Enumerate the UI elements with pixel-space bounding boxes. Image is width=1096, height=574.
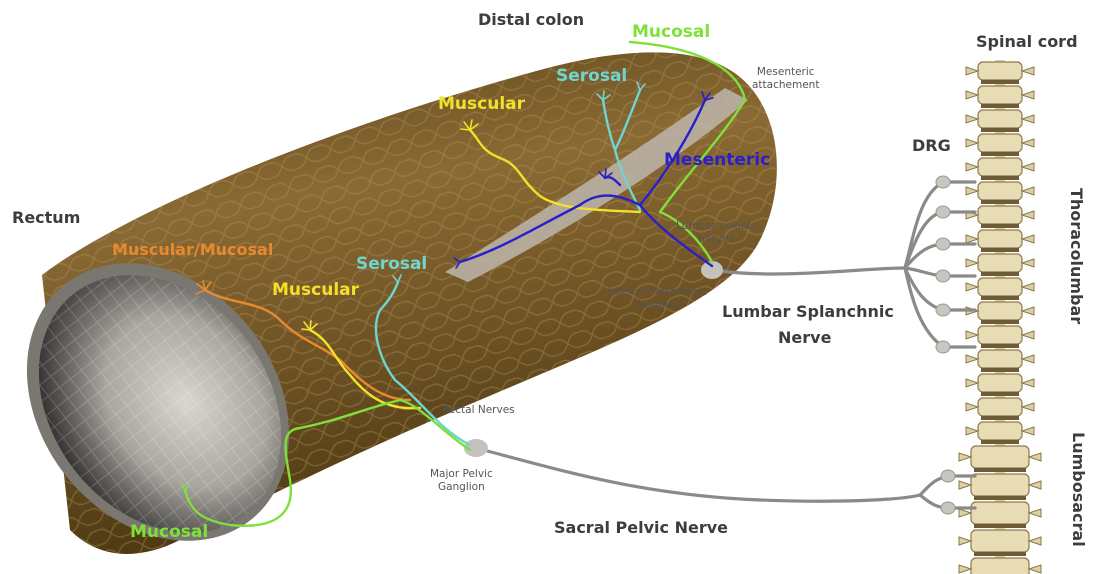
label-spinal-cord: Spinal cord (976, 32, 1078, 51)
vertebra (978, 422, 1022, 440)
vertebra (978, 278, 1022, 296)
label-serosal-top: Serosal (556, 66, 627, 86)
vertebra (978, 206, 1022, 224)
vertebra (978, 86, 1022, 104)
label-inferior-mesenteric-ganglion: Inferior Mesenteric Ganglion (608, 286, 707, 312)
vertebra (978, 110, 1022, 128)
vertebra (978, 230, 1022, 248)
label-mucosal-top: Mucosal (632, 22, 710, 42)
spinal-column (959, 60, 1041, 574)
label-major-pelvic-ganglion: Major Pelvic Ganglion (430, 468, 493, 494)
label-mesenteric-attachement: Mesenteric attachement (752, 66, 819, 92)
label-lumbar-splanchnic-2: Nerve (778, 328, 831, 347)
vertebra (978, 182, 1022, 200)
label-rectal-nerves: Rectal Nerves (442, 404, 515, 417)
label-distal-colon: Distal colon (478, 10, 584, 29)
vertebra (978, 350, 1022, 368)
label-lumbar-colonic-nerves: Lumbar colonic nerves (676, 220, 756, 246)
vertebra (971, 558, 1029, 574)
drg-nodes (936, 176, 955, 514)
vertebra (971, 502, 1029, 524)
vertebra (978, 398, 1022, 416)
label-sacral-pelvic-nerve: Sacral Pelvic Nerve (554, 518, 728, 537)
lumbar-splanchnic-nerve (712, 268, 905, 274)
colon-tube (0, 52, 777, 574)
inferior-mesenteric-ganglion (701, 261, 723, 279)
vertebra (978, 302, 1022, 320)
sacral-pelvic-nerve (476, 448, 920, 501)
vertebra (978, 134, 1022, 152)
label-mucosal-bottom: Mucosal (130, 522, 208, 542)
vertebra (978, 374, 1022, 392)
vertebra (978, 326, 1022, 344)
vertebra (978, 254, 1022, 272)
vertebra (971, 474, 1029, 496)
label-muscular-top: Muscular (438, 94, 525, 114)
label-lumbar-splanchnic-1: Lumbar Splanchnic (722, 302, 894, 321)
label-serosal-bottom: Serosal (356, 254, 427, 274)
label-rectum: Rectum (12, 208, 80, 227)
label-drg: DRG (912, 136, 951, 155)
label-thoracolumbar: Thoracolumbar (1067, 188, 1086, 324)
label-muscular-mucosal: Muscular/Mucosal (112, 240, 273, 259)
label-mesenteric: Mesenteric (664, 150, 770, 170)
label-muscular-bottom: Muscular (272, 280, 359, 300)
label-lumbosacral: Lumbosacral (1069, 432, 1088, 547)
vertebra (971, 530, 1029, 552)
vertebra (978, 62, 1022, 80)
vertebra (971, 446, 1029, 468)
vertebra (978, 158, 1022, 176)
